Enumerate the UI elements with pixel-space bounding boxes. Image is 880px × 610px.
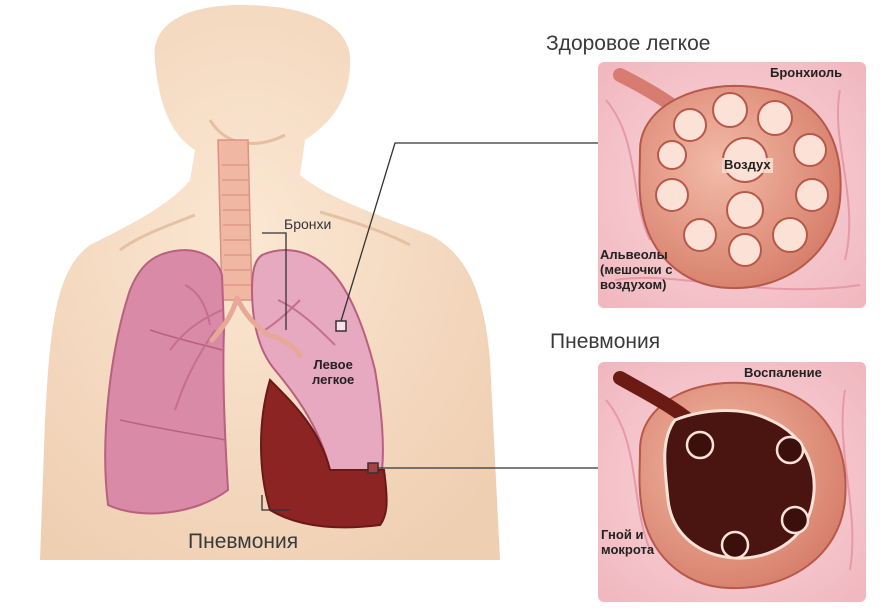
bronchi-label: Бронхи xyxy=(284,216,332,232)
healthy-lung-marker xyxy=(335,320,347,332)
alveoli-label: Альвеолы (мешочки с воздухом) xyxy=(600,247,673,293)
bronchiole-label: Бронхиоль xyxy=(770,65,843,80)
healthy-alveoli-inset xyxy=(598,62,866,308)
left-lung-label-line1: Левое xyxy=(313,357,353,372)
pneumonia-lung-marker xyxy=(367,462,379,474)
pus-label-line1: Гной и xyxy=(601,527,644,542)
right-lung-healthy xyxy=(104,249,230,515)
pus-label: Гной и мокрота xyxy=(601,527,655,558)
healthy-lung-title: Здоровое легкое xyxy=(546,32,711,55)
pneumonia-body-label: Пневмония xyxy=(188,530,299,553)
alveoli-label-line2: (мешочки с xyxy=(600,261,673,277)
pneumonia-alveoli-inset xyxy=(598,362,866,602)
left-lung-label-line2: легкое xyxy=(312,371,355,387)
air-label: Воздух xyxy=(722,157,773,173)
inflammation-label: Воспаление xyxy=(744,365,822,380)
alveoli-label-line3: воздухом) xyxy=(600,276,667,292)
pus-label-line2: мокрота xyxy=(601,541,655,557)
left-lung-pneumonia xyxy=(260,378,388,529)
alveoli-label-line1: Альвеолы xyxy=(600,247,668,262)
bronchi-tree xyxy=(209,295,303,358)
trachea xyxy=(217,139,253,301)
pneumonia-inset-title: Пневмония xyxy=(550,330,661,353)
left-lung-label: Левое легкое xyxy=(312,357,355,388)
